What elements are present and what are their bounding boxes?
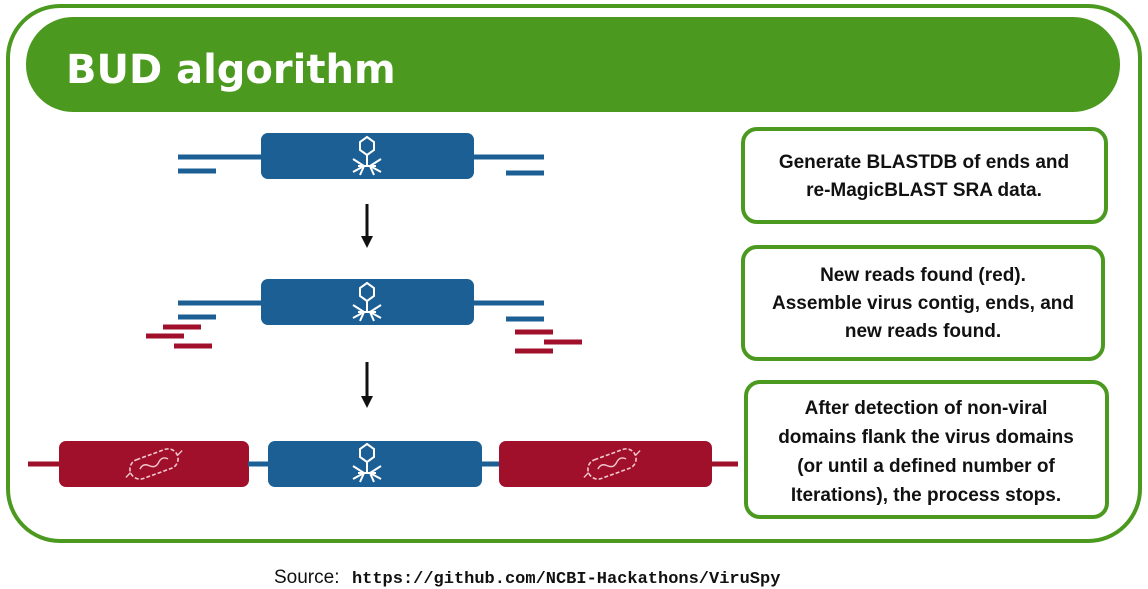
title-banner — [26, 17, 1120, 112]
step-1-box: Generate BLASTDB of ends and re-MagicBLA… — [741, 127, 1108, 224]
step-3-line-2: domains flank the virus domains — [778, 427, 1074, 448]
step-1-diagram — [178, 133, 544, 179]
source-line: Source: https://github.com/NCBI-Hackatho… — [274, 567, 780, 589]
page-title: BUD algorithm — [66, 47, 396, 93]
step-1-line-2: re-MagicBLAST SRA data. — [806, 180, 1042, 201]
step-3-diagram — [28, 441, 738, 487]
step-2-box: New reads found (red). Assemble virus co… — [741, 245, 1105, 361]
step-2-line-3: new reads found. — [845, 321, 1001, 342]
step-1-line-1: Generate BLASTDB of ends and — [779, 152, 1069, 173]
virus-contig — [268, 441, 482, 487]
step-2-diagram — [146, 279, 582, 354]
non-viral-domain-left — [59, 441, 249, 487]
step-2-line-1: New reads found (red). — [820, 265, 1026, 286]
step-3-line-4: Iterations), the process stops. — [791, 485, 1061, 506]
step-3-line-3: (or until a defined number of — [797, 456, 1055, 477]
non-viral-domain-right — [499, 441, 712, 487]
down-arrow-icon — [361, 362, 373, 408]
source-label: Source: — [274, 567, 339, 588]
step-3-line-1: After detection of non-viral — [805, 398, 1048, 419]
step-3-box: After detection of non-viral domains fla… — [744, 380, 1109, 519]
source-url[interactable]: https://github.com/NCBI-Hackathons/ViruS… — [352, 570, 780, 589]
step-2-line-2: Assemble virus contig, ends, and — [772, 293, 1074, 314]
down-arrow-icon — [361, 204, 373, 248]
